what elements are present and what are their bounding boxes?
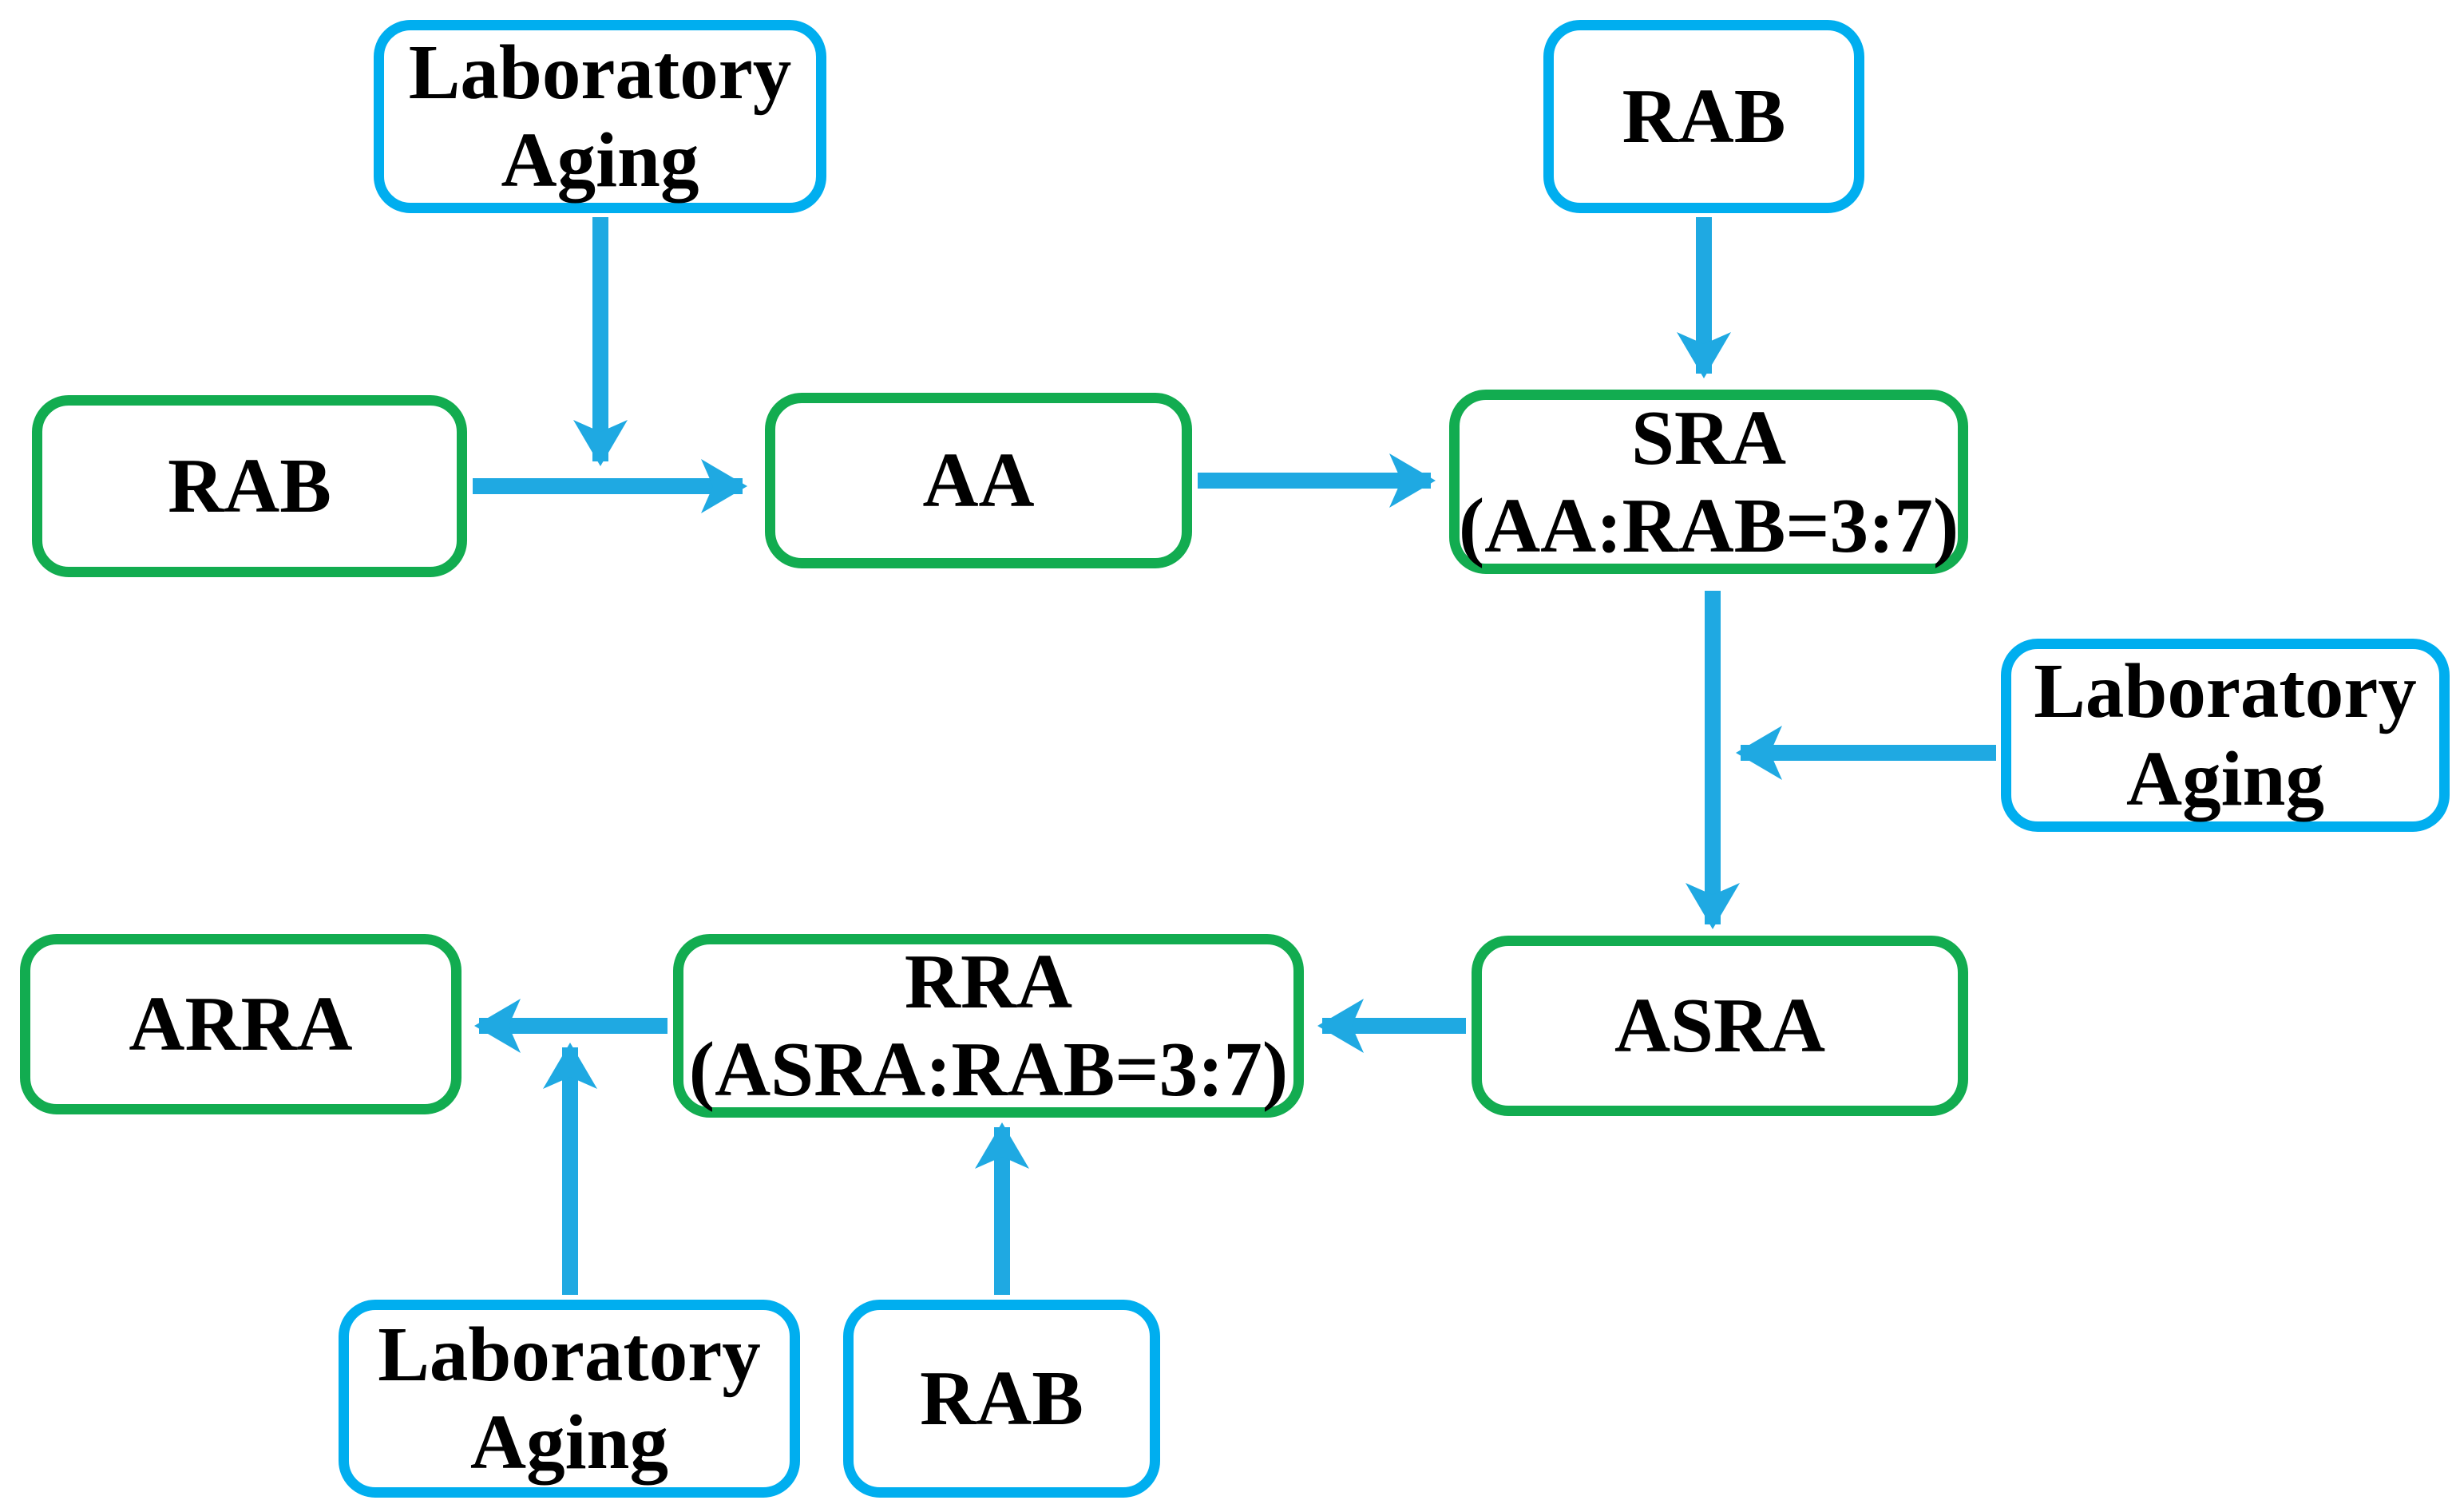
node-rra: RRA (ASRA:RAB=3:7) [673,934,1304,1118]
node-lab-aging-bottom-line-2: Aging [470,1399,668,1485]
node-sra-line-2: (AA:RAB=3:7) [1458,482,1959,568]
node-lab-aging-bottom-line-1: Laboratory [378,1312,761,1398]
node-rab-top-label: RAB [1622,73,1786,160]
node-lab-aging-top: Laboratory Aging [374,20,826,213]
node-rab-bottom-label: RAB [920,1356,1083,1442]
node-asra: ASRA [1472,936,1968,1116]
node-arra: ARRA [20,934,461,1114]
node-lab-aging-bottom: Laboratory Aging [339,1300,800,1498]
node-sra: SRA (AA:RAB=3:7) [1449,390,1968,574]
node-lab-aging-right: Laboratory Aging [2001,639,2450,832]
node-aa: AA [765,393,1192,568]
node-asra-label: ASRA [1614,983,1826,1069]
node-lab-aging-top-line-1: Laboratory [408,30,792,116]
node-rab-bottom: RAB [843,1300,1160,1498]
node-rra-line-1: RRA [904,939,1073,1025]
node-rab-top: RAB [1543,20,1864,213]
node-lab-aging-right-line-2: Aging [2126,736,2324,821]
node-arra-label: ARRA [129,981,353,1067]
node-lab-aging-top-line-2: Aging [501,117,699,203]
node-lab-aging-right-line-1: Laboratory [2034,648,2417,734]
node-sra-line-1: SRA [1630,394,1787,481]
node-rab-left-label: RAB [168,443,331,529]
node-rra-line-2: (ASRA:RAB=3:7) [688,1027,1289,1112]
node-aa-label: AA [922,437,1035,524]
node-rab-left: RAB [32,395,467,577]
